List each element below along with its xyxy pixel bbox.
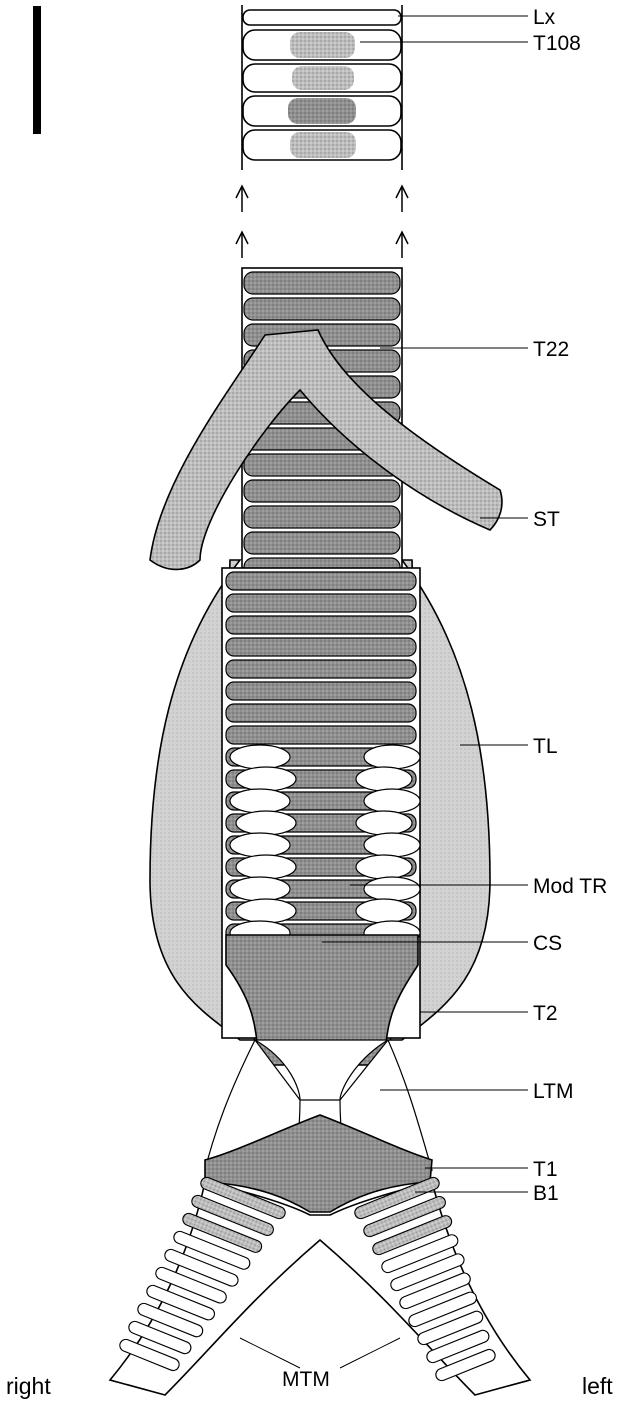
label-t22: T22 [533, 338, 569, 361]
cs-opening [356, 767, 412, 791]
cartilage-ring [226, 660, 416, 678]
cs-opening [230, 745, 290, 769]
cartilage-ring [244, 272, 400, 294]
label-tl: TL [533, 735, 558, 758]
cs-opening [364, 833, 420, 857]
cartilage-ring [226, 594, 416, 612]
label-t108: T108 [533, 32, 581, 55]
cs-opening [364, 789, 420, 813]
label-ltm: LTM [533, 1080, 573, 1103]
cartilage-ring [244, 532, 400, 554]
cartilage-ring [244, 298, 400, 320]
cs-opening [364, 877, 420, 901]
cs-opening [236, 855, 296, 879]
cs-opening [236, 811, 296, 835]
lower-rings [226, 572, 420, 945]
cartilage-ring [226, 726, 416, 744]
label-b1: B1 [533, 1182, 559, 1205]
cs-opening [230, 877, 290, 901]
cartilage-ring [244, 480, 400, 502]
cs-opening [230, 789, 290, 813]
label-lx: Lx [533, 6, 556, 29]
cs-opening [356, 855, 412, 879]
label-mtm: MTM [282, 1368, 330, 1391]
label-st: ST [533, 508, 560, 531]
label-t2: T2 [533, 1002, 558, 1025]
cartilage-ring [226, 704, 416, 722]
cs-opening [230, 833, 290, 857]
upper-trachea-segment [242, 5, 402, 170]
cs-opening [356, 811, 412, 835]
cs-opening [236, 767, 296, 791]
cartilage-ring [226, 682, 416, 700]
label-left: left [582, 1373, 613, 1399]
label-mod-tr: Mod TR [533, 875, 607, 898]
cs-opening [364, 745, 420, 769]
cs-opening [236, 899, 296, 923]
scale-bar [33, 6, 41, 134]
cartilage-ring [226, 616, 416, 634]
cartilage-ring [244, 506, 400, 528]
label-right: right [6, 1373, 51, 1399]
rings-t108 [243, 30, 401, 160]
cs-opening [356, 899, 412, 923]
continuation-arrows [236, 186, 408, 258]
cartilage-ring [226, 638, 416, 656]
label-t1: T1 [533, 1158, 558, 1181]
label-cs: CS [533, 932, 562, 955]
ring-lx [243, 10, 401, 25]
cartilage-ring [226, 572, 416, 590]
